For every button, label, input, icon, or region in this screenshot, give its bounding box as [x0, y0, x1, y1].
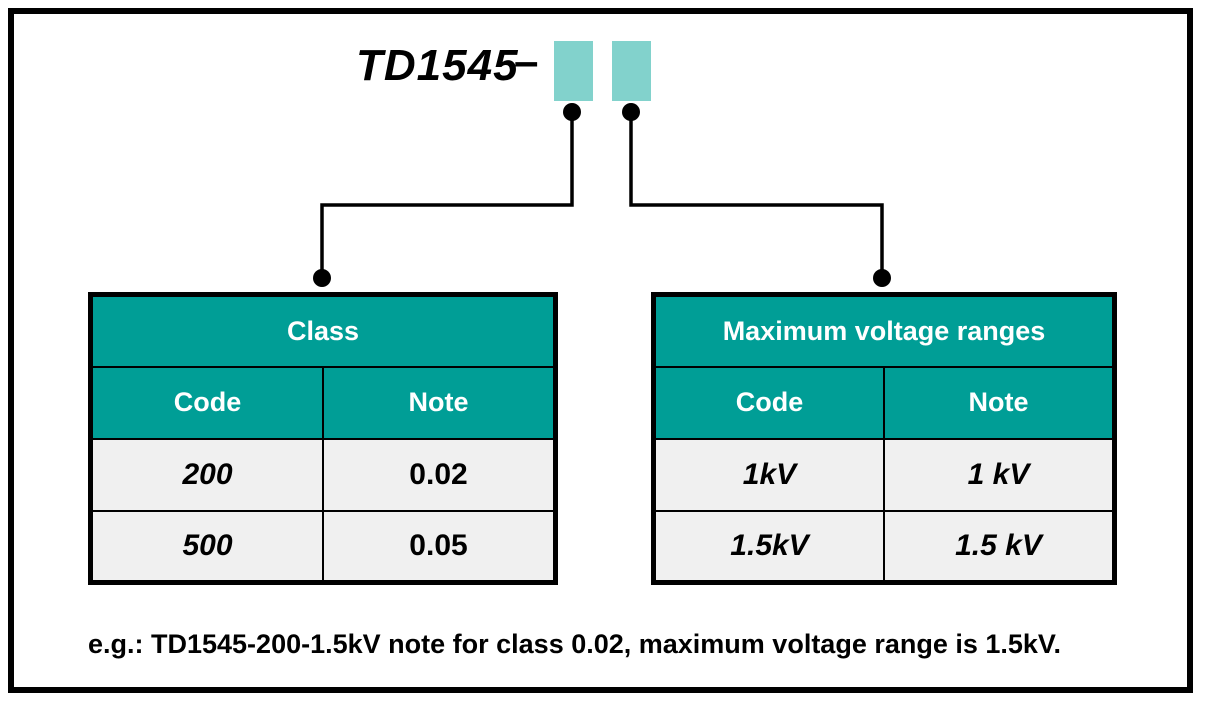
voltage-code-cell: 1.5kV: [652, 509, 885, 584]
class-note-cell: 0.02: [322, 437, 557, 512]
voltage-table: Maximum voltage ranges Code Note 1kV 1 k…: [651, 292, 1117, 585]
class-col-header-code: Code: [89, 365, 324, 440]
voltage-col-header-code: Code: [652, 365, 885, 440]
class-table-title: Class: [89, 293, 557, 368]
table-header-row: Code Note: [652, 365, 1116, 440]
voltage-note-cell: 1 kV: [883, 437, 1116, 512]
table-row: 1kV 1 kV: [652, 437, 1116, 512]
voltage-code-slot-box: [612, 41, 651, 101]
table-title-row: Maximum voltage ranges: [652, 293, 1116, 368]
voltage-table-title: Maximum voltage ranges: [652, 293, 1116, 368]
class-table: Class Code Note 200 0.02 500 0.05: [88, 292, 558, 585]
class-code-cell: 200: [89, 437, 324, 512]
table-header-row: Code Note: [89, 365, 557, 440]
example-note-text: e.g.: TD1545-200-1.5kV note for class 0.…: [88, 629, 1061, 659]
class-code-cell: 500: [89, 509, 324, 584]
voltage-note-cell: 1.5 kV: [883, 509, 1116, 584]
model-dash-separator: –: [514, 37, 539, 86]
class-code-slot-box: [554, 41, 593, 101]
table-row: 500 0.05: [89, 509, 557, 584]
voltage-code-cell: 1kV: [652, 437, 885, 512]
class-note-cell: 0.05: [322, 509, 557, 584]
voltage-col-header-note: Note: [883, 365, 1116, 440]
table-row: 200 0.02: [89, 437, 557, 512]
table-row: 1.5kV 1.5 kV: [652, 509, 1116, 584]
model-number-title: TD1545: [356, 41, 519, 90]
class-col-header-note: Note: [322, 365, 557, 440]
table-title-row: Class: [89, 293, 557, 368]
